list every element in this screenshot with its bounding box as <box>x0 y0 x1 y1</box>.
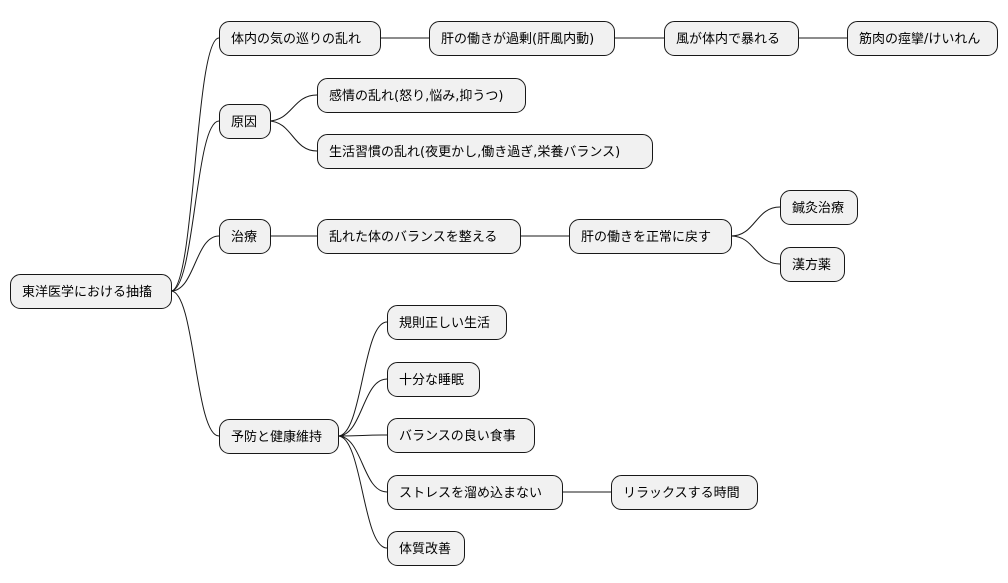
node-box <box>387 531 465 566</box>
node-label: 体内の気の巡りの乱れ <box>231 31 361 47</box>
node-kampo: 漢方薬 <box>780 247 845 282</box>
edge-root-cause_qi <box>170 37 220 292</box>
edge-cause-lifestyle <box>267 120 318 152</box>
node-box <box>780 247 845 282</box>
node-regular_life: 規則正しい生活 <box>387 305 507 340</box>
node-box <box>10 274 172 309</box>
node-diet: バランスの良い食事 <box>387 418 535 453</box>
node-sleep: 十分な睡眠 <box>387 362 480 397</box>
node-label: ストレスを溜め込まない <box>399 486 542 501</box>
node-prevention: 予防と健康維持 <box>219 419 339 454</box>
edge-prevention-sleep <box>337 378 388 437</box>
node-label: 肝の働きを正常に戻す <box>581 230 711 245</box>
edge-liver_normal-acupuncture <box>730 206 781 237</box>
node-spasm: 筋肉の痙攣/けいれん <box>847 21 998 56</box>
node-box <box>317 134 653 169</box>
node-box <box>317 219 521 254</box>
edge-root-prevention <box>170 290 220 437</box>
node-stress: ストレスを溜め込まない <box>387 475 563 510</box>
node-root: 東洋医学における抽搐 <box>10 274 172 309</box>
nodes: 東洋医学における抽搐 体内の気の巡りの乱れ 肝の働きが過剰(肝風内動) 風が体内で暴れ… <box>10 21 998 566</box>
node-box <box>317 78 526 113</box>
edge-root-treatment <box>170 235 220 292</box>
node-emotion: 感情の乱れ(怒り,悩み,抑うつ) <box>317 78 526 113</box>
node-label: 鍼灸治療 <box>792 200 844 216</box>
edge-cause-emotion <box>267 94 318 122</box>
node-label: 生活習慣の乱れ(夜更かし,働き過ぎ,栄養バランス) <box>329 144 620 160</box>
node-label: 予防と健康維持 <box>231 429 322 445</box>
edge-prevention-diet <box>337 434 388 437</box>
edge-liver_normal-kampo <box>730 235 781 265</box>
node-label: バランスの良い食事 <box>399 428 516 444</box>
node-label: 漢方薬 <box>792 257 831 273</box>
edge-prevention-stress <box>337 435 388 493</box>
node-constitution: 体質改善 <box>387 531 465 566</box>
edge-prevention-regular_life <box>337 321 388 437</box>
node-box <box>387 418 535 453</box>
node-label: 東洋医学における抽搐 <box>22 284 152 300</box>
node-wind: 風が体内で暴れる <box>664 21 799 56</box>
node-label: 乱れた体のバランスを整える <box>329 230 497 245</box>
node-label: 原因 <box>231 115 257 130</box>
node-label: 十分な睡眠 <box>399 373 464 388</box>
node-treatment: 治療 <box>219 219 271 254</box>
node-box <box>611 475 758 510</box>
node-cause: 原因 <box>219 104 271 139</box>
node-box <box>387 475 563 510</box>
node-box <box>847 21 998 56</box>
node-box <box>780 190 858 225</box>
node-cause_qi: 体内の気の巡りの乱れ <box>219 21 381 56</box>
node-box <box>387 362 480 397</box>
node-label: 感情の乱れ(怒り,悩み,抑うつ) <box>329 88 503 104</box>
node-lifestyle: 生活習慣の乱れ(夜更かし,働き過ぎ,栄養バランス) <box>317 134 653 169</box>
node-label: 治療 <box>231 230 257 245</box>
edge-prevention-constitution <box>337 435 388 549</box>
node-box <box>219 21 381 56</box>
node-liver_normal: 肝の働きを正常に戻す <box>569 219 732 254</box>
node-label: 体質改善 <box>399 541 451 557</box>
node-box <box>219 104 271 139</box>
node-label: 規則正しい生活 <box>399 316 490 331</box>
node-label: リラックスする時間 <box>623 486 740 501</box>
node-box <box>387 305 507 340</box>
edges <box>170 37 847 549</box>
node-label: 筋肉の痙攣/けいれん <box>859 31 980 47</box>
node-box <box>569 219 732 254</box>
node-box <box>429 21 615 56</box>
node-label: 肝の働きが過剰(肝風内動) <box>441 31 594 47</box>
edge-root-cause <box>170 120 220 292</box>
node-box <box>219 419 339 454</box>
node-rebalance: 乱れた体のバランスを整える <box>317 219 521 254</box>
node-box <box>219 219 271 254</box>
node-liver_excess: 肝の働きが過剰(肝風内動) <box>429 21 615 56</box>
node-box <box>664 21 799 56</box>
node-label: 風が体内で暴れる <box>676 31 780 47</box>
node-acupuncture: 鍼灸治療 <box>780 190 858 225</box>
node-relax: リラックスする時間 <box>611 475 758 510</box>
